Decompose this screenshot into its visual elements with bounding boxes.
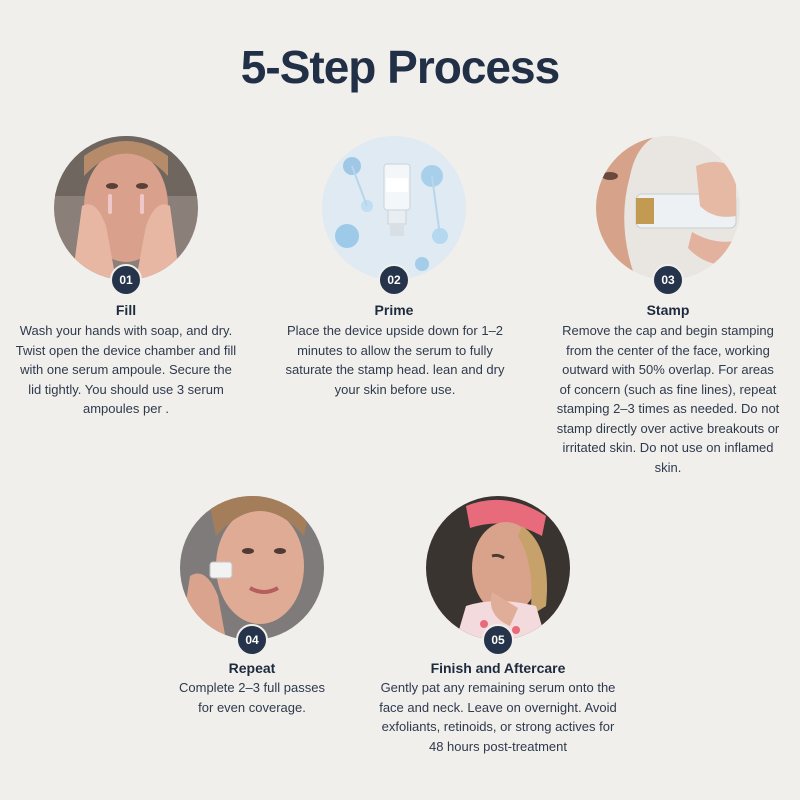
step-4-description: Complete 2–3 full passes for even covera… (179, 680, 325, 715)
step-5-number-badge: 05 (482, 624, 514, 656)
step-4-photo (180, 496, 324, 640)
step-2-title: Prime (374, 302, 414, 318)
step-3-description: Remove the cap and begin stamping from t… (556, 323, 780, 475)
step-3-photo (596, 136, 740, 280)
step-5-description: Gently pat any remaining serum onto the … (379, 680, 617, 754)
step-2-photo (322, 136, 466, 280)
step-2-number-badge: 02 (378, 264, 410, 296)
step-3-title: Stamp (646, 302, 690, 318)
step-5-title: Finish and Aftercare (430, 660, 566, 676)
step-3-number-badge: 03 (652, 264, 684, 296)
step-4-title: Repeat (228, 660, 276, 676)
step-5-photo (426, 496, 570, 640)
step-1-description: Wash your hands with soap, and dry. Twis… (15, 323, 237, 416)
step-1-number-badge: 01 (110, 264, 142, 296)
step-2-description: Place the device upside down for 1–2 min… (285, 323, 505, 397)
step-1-title: Fill (115, 302, 137, 318)
page-title: 5-Step Process (240, 41, 560, 93)
step-4-number-badge: 04 (236, 624, 268, 656)
step-1-photo (54, 136, 198, 280)
